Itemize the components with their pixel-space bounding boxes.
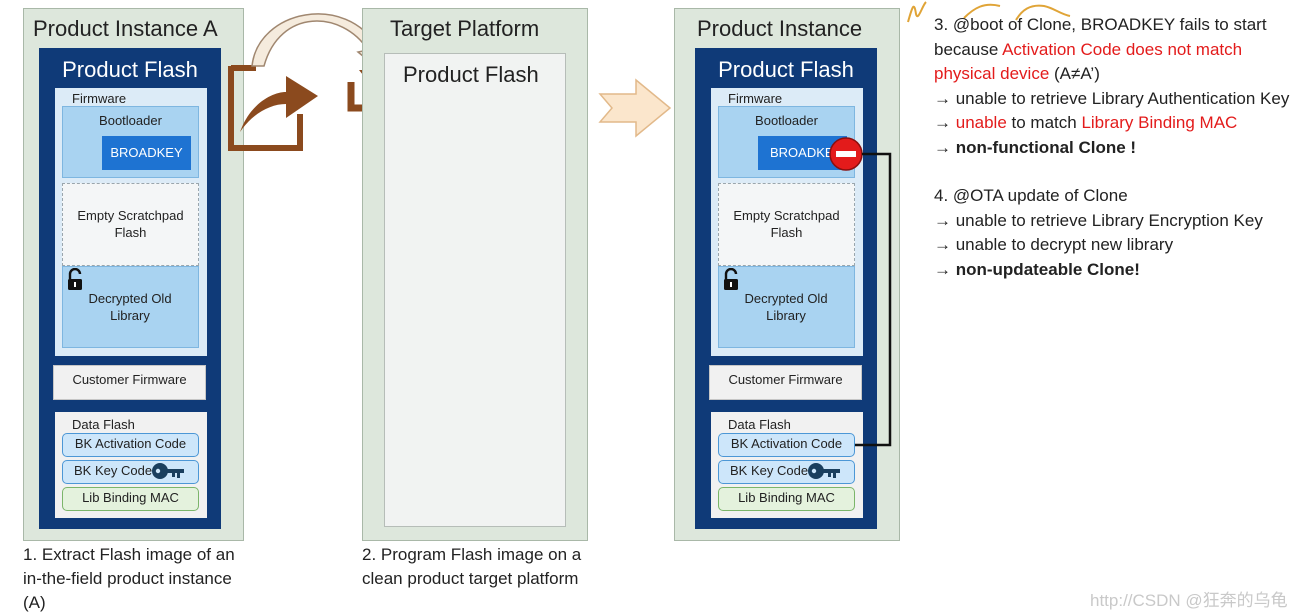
clone-flash-title: Product Flash	[718, 57, 854, 82]
clone-binding-mac: Lib Binding MAC	[718, 487, 855, 511]
target-product-flash-box	[384, 53, 566, 527]
panel-a-binding-mac: Lib Binding MAC	[62, 487, 199, 511]
clone-data-flash-label: Data Flash	[728, 417, 791, 432]
note-3: 3. @boot of Clone, BROADKEY fails to sta…	[934, 15, 1267, 83]
panel-a-decrypted-label: Decrypted Old Library	[88, 291, 172, 323]
watermark: http://CSDN @狂奔的乌龟	[1090, 591, 1288, 610]
key-icon	[808, 463, 840, 479]
clone-panel-title: Product Instance	[697, 16, 863, 41]
panel-a-scratchpad-label: Empty Scratchpad Flash	[77, 208, 184, 240]
panel-a-title: Product Instance A	[33, 16, 218, 41]
clone-broadkey-label: BROADKEY	[770, 145, 843, 160]
clone-key-code-label: BK Key Code	[730, 463, 809, 478]
clone-decrypted-box	[718, 266, 855, 348]
flow-chevron-icon	[598, 78, 672, 138]
extract-arrow-icon	[228, 65, 318, 151]
mismatch-connector-line	[855, 152, 892, 447]
target-flash-title: Product Flash	[403, 62, 539, 87]
panel-a-scratchpad-box	[62, 183, 199, 266]
clone-firmware-label: Firmware	[728, 91, 783, 106]
clone-decrypted-label: Decrypted Old Library	[744, 291, 828, 323]
notes-spacer	[934, 160, 1300, 184]
unlock-icon	[724, 268, 738, 290]
clone-customer-firmware-box	[709, 365, 862, 400]
clone-scratchpad-box	[718, 183, 855, 266]
handwriting-scribble	[907, 1, 1071, 23]
note-4-line-4: → non-updateable Clone!	[934, 259, 1140, 279]
unlock-icon	[68, 268, 82, 290]
caption-step-2: 2. Program Flash image on a clean produc…	[362, 545, 582, 588]
note-3-line-4: → non-functional Clone !	[934, 137, 1137, 157]
note-4: 4. @OTA update of Clone	[934, 186, 1128, 205]
note-3-line-3: → unable to match Library Binding MAC	[934, 113, 1238, 132]
panel-a-firmware-label: Firmware	[72, 91, 127, 106]
key-icon	[152, 463, 184, 479]
clone-customer-firmware-label: Customer Firmware	[728, 372, 843, 387]
clone-broadkey-block: BROADKEY	[758, 136, 847, 170]
caption-step-1: 1. Extract Flash image of an in-the-fiel…	[23, 545, 235, 612]
panel-a-bootloader-label: Bootloader	[99, 113, 162, 128]
clone-activation-code: BK Activation Code	[718, 433, 855, 457]
panel-a-key-code-label: BK Key Code	[74, 463, 153, 478]
notes-block: 3. @boot of Clone, BROADKEY fails to sta…	[934, 13, 1300, 282]
panel-a-decrypted-box	[62, 266, 199, 348]
target-platform-title: Target Platform	[390, 16, 540, 41]
panel-a-activation-code: BK Activation Code	[62, 433, 199, 457]
panel-a-data-flash-label: Data Flash	[72, 417, 135, 432]
clone-bootloader-label: Bootloader	[755, 113, 818, 128]
panel-a-customer-firmware-box	[53, 365, 206, 400]
clone-scratchpad-label: Empty Scratchpad Flash	[733, 208, 840, 240]
panel-a-customer-firmware-label: Customer Firmware	[72, 372, 187, 387]
note-4-line-3: → unable to decrypt new library	[934, 235, 1174, 254]
note-4-line-2: → unable to retrieve Library Encryption …	[934, 210, 1263, 230]
panel-a-flash-title: Product Flash	[62, 57, 198, 82]
note-3-line-2: → unable to retrieve Library Authenticat…	[934, 88, 1290, 108]
panel-a-broadkey-block: BROADKEY	[102, 136, 191, 170]
